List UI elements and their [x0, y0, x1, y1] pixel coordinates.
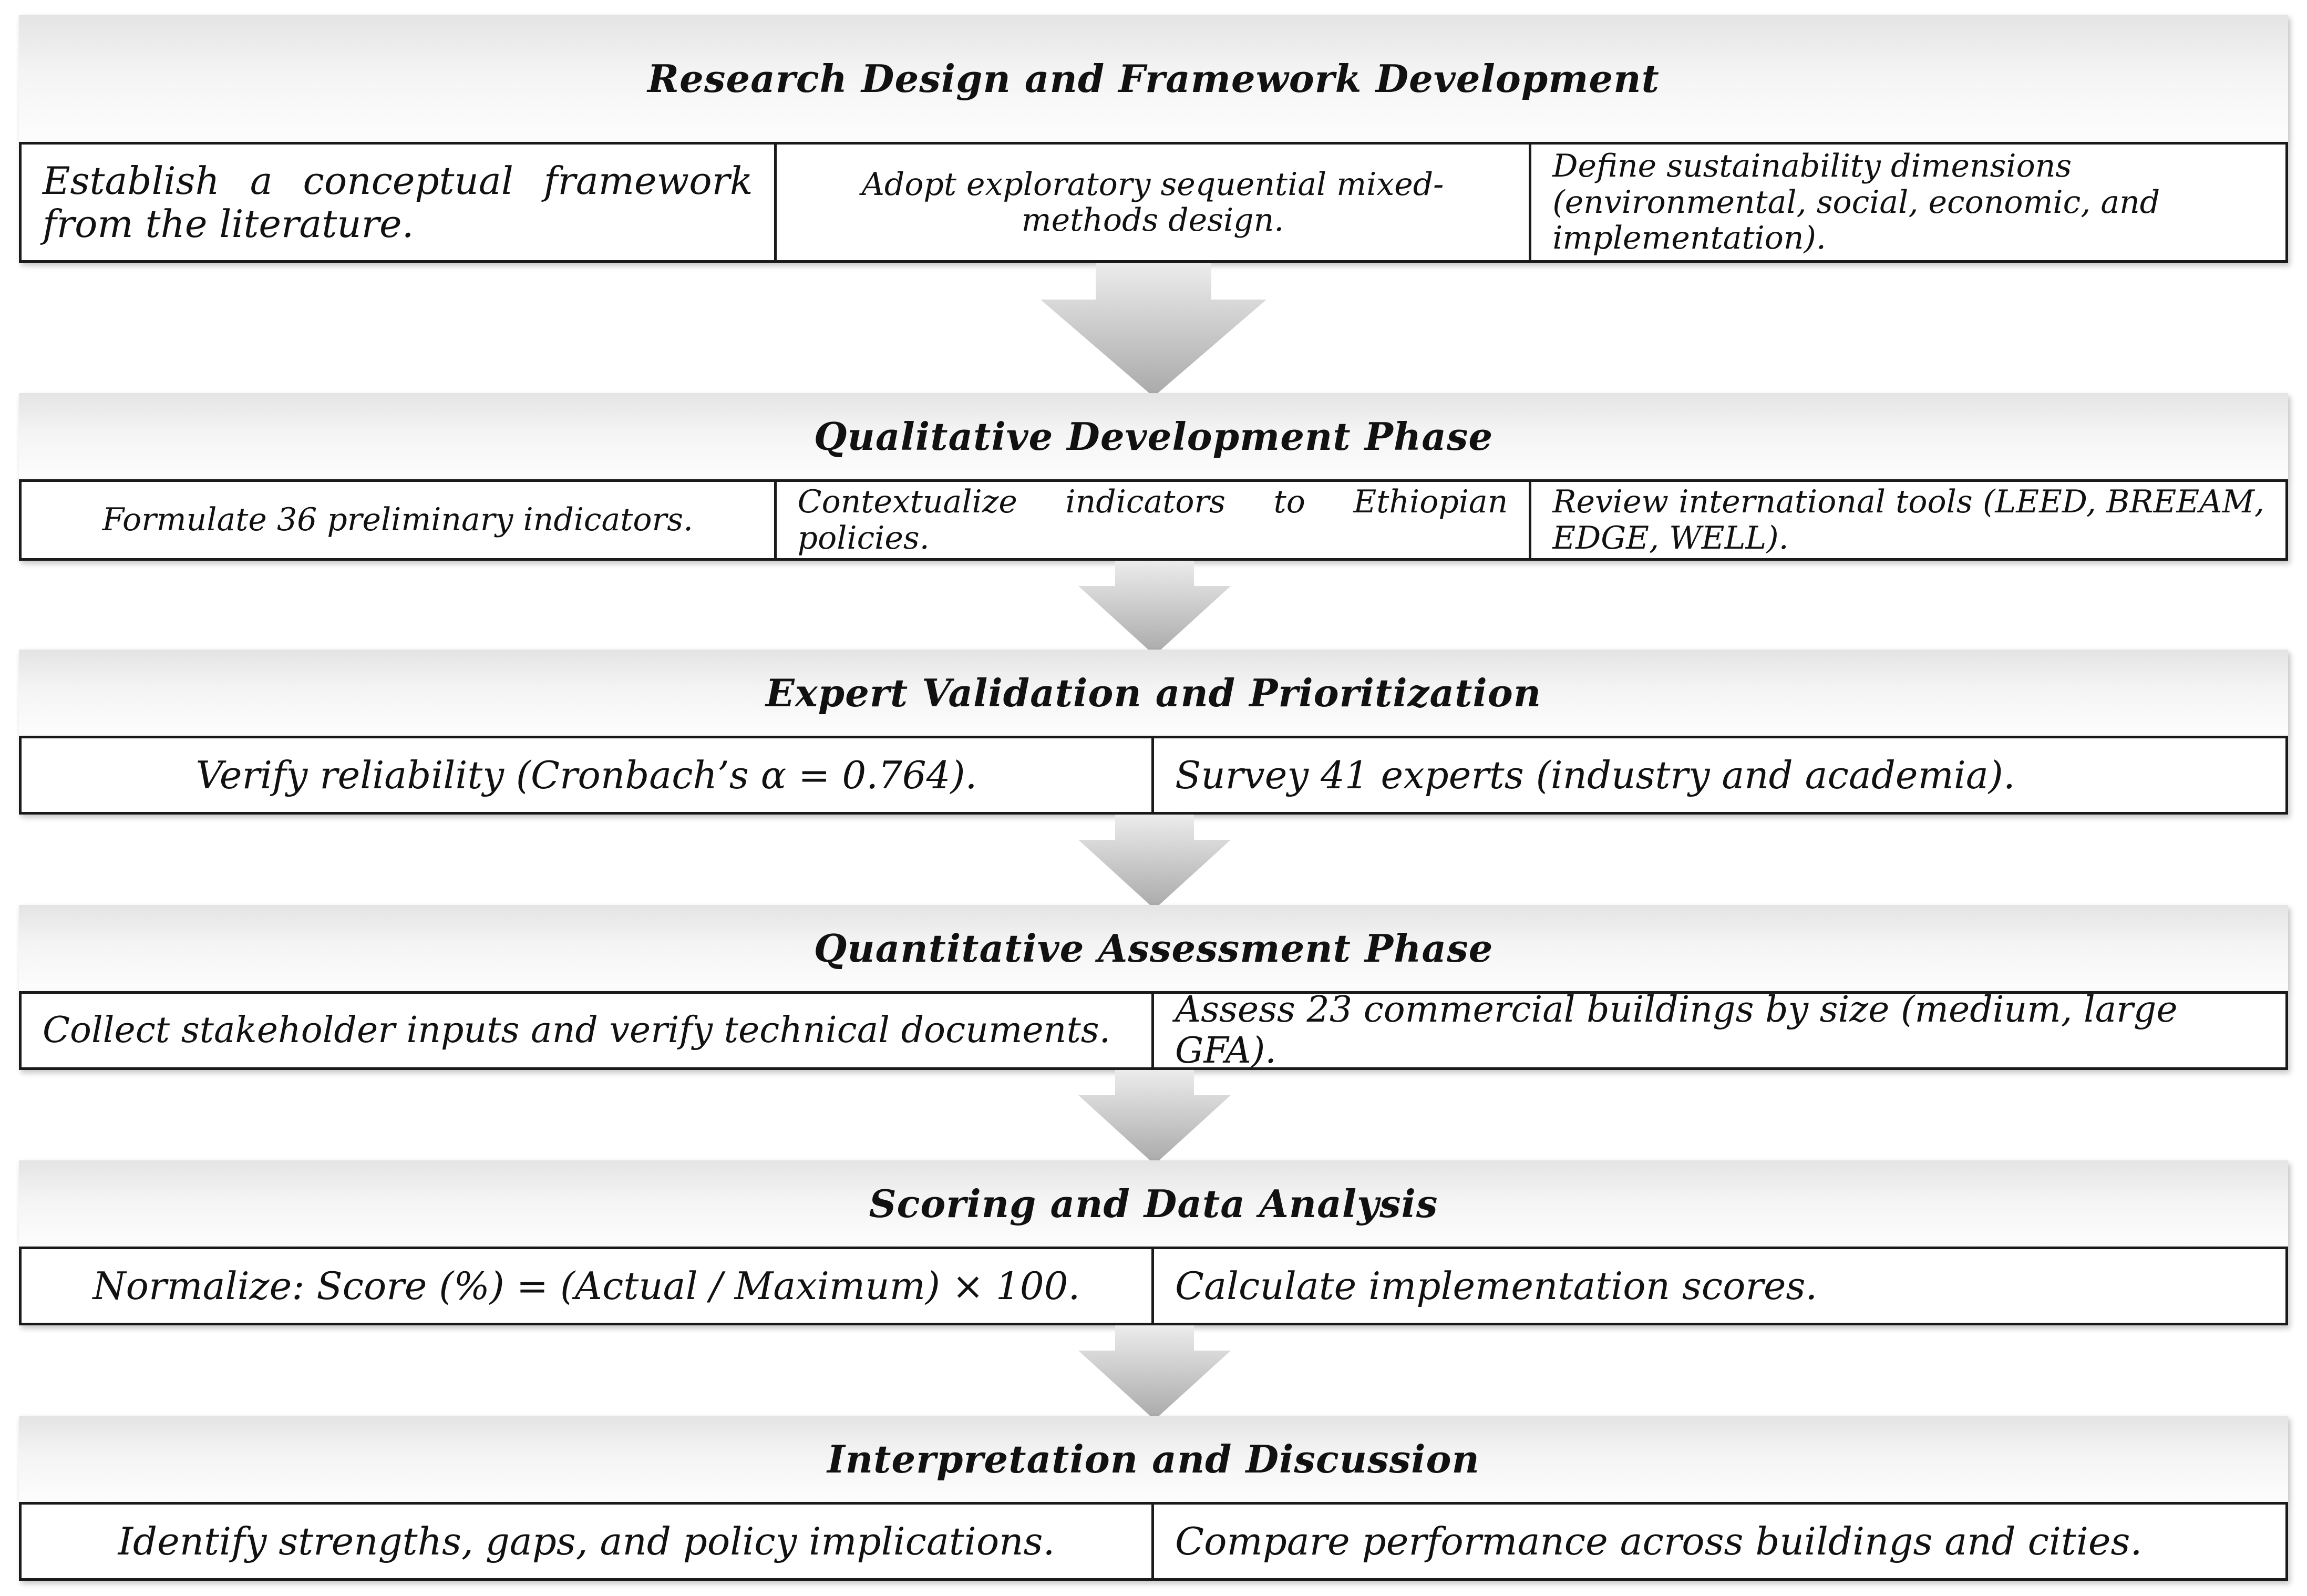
phase-5-cell-2-text: Calculate implementation scores.: [1175, 1263, 1818, 1308]
phase-1-title: Research Design and Framework Developmen…: [19, 15, 2288, 142]
phase-6-cell-1-text: Identify strengths, gaps, and policy imp…: [118, 1519, 1055, 1563]
phase-4-title: Quantitative Assessment Phase: [19, 905, 2288, 991]
phase-3-cell-2: Survey 41 experts (industry and academia…: [1154, 738, 2285, 812]
phase-2-cell-2: Contextualize indicators to Ethiopian po…: [777, 482, 1532, 558]
phase-3-cell-1-text: Verify reliability (Cronbach’s α = 0.764…: [195, 753, 977, 797]
phase-5-title: Scoring and Data Analysis: [19, 1160, 2288, 1247]
phase-6-cell-1: Identify strengths, gaps, and policy imp…: [22, 1505, 1154, 1578]
phase-6-cell-2: Compare performance across buildings and…: [1154, 1505, 2285, 1578]
phase-1-cell-2-text: Adopt exploratory sequential mixed-metho…: [861, 166, 1444, 239]
phase-4-cell-2-text: Assess 23 commercial buildings by size (…: [1175, 994, 2178, 1067]
phase-5-row: Normalize: Score (%) = (Actual / Maximum…: [19, 1247, 2288, 1325]
phase-6-cell-2-text: Compare performance across buildings and…: [1175, 1519, 2143, 1563]
phase-2-cell-3-text: Review international tools (LEED, BREEAM…: [1552, 483, 2264, 557]
phase-1-cell-3-text: Define sustainability dimensions (enviro…: [1552, 148, 2160, 257]
phase-4-cell-1-text: Collect stakeholder inputs and verify te…: [43, 1010, 1111, 1052]
phase-2-cell-1: Formulate 36 preliminary indicators.: [22, 482, 777, 558]
phase-6-row: Identify strengths, gaps, and policy imp…: [19, 1502, 2288, 1581]
phase-5-cell-1-text: Normalize: Score (%) = (Actual / Maximum…: [92, 1263, 1080, 1308]
phase-2-title: Qualitative Development Phase: [19, 393, 2288, 479]
phase-6-title: Interpretation and Discussion: [19, 1416, 2288, 1502]
phase-2-cell-1-text: Formulate 36 preliminary indicators.: [102, 501, 694, 539]
phase-2-cell-3: Review international tools (LEED, BREEAM…: [1531, 482, 2285, 558]
phase-1-cell-1-text: Establish a conceptual framework from th…: [43, 158, 753, 246]
phase-5-cell-2: Calculate implementation scores.: [1154, 1249, 2285, 1323]
phase-4-cell-2: Assess 23 commercial buildings by size (…: [1154, 994, 2285, 1067]
phase-3-cell-2-text: Survey 41 experts (industry and academia…: [1175, 753, 2015, 797]
phase-2-cell-2-text: Contextualize indicators to Ethiopian po…: [797, 483, 1508, 557]
phase-5-cell-1: Normalize: Score (%) = (Actual / Maximum…: [22, 1249, 1154, 1323]
phase-1-cell-3: Define sustainability dimensions (enviro…: [1531, 145, 2285, 260]
phase-3-row: Verify reliability (Cronbach’s α = 0.764…: [19, 736, 2288, 815]
phase-1-row: Establish a conceptual framework from th…: [19, 142, 2288, 263]
phase-4-cell-1: Collect stakeholder inputs and verify te…: [22, 994, 1154, 1067]
phase-4-row: Collect stakeholder inputs and verify te…: [19, 991, 2288, 1070]
phase-3-cell-1: Verify reliability (Cronbach’s α = 0.764…: [22, 738, 1154, 812]
phase-2-row: Formulate 36 preliminary indicators. Con…: [19, 479, 2288, 561]
phase-3-title: Expert Validation and Prioritization: [19, 650, 2288, 736]
phase-1-cell-2: Adopt exploratory sequential mixed-metho…: [777, 145, 1532, 260]
phase-1-cell-1: Establish a conceptual framework from th…: [22, 145, 777, 260]
